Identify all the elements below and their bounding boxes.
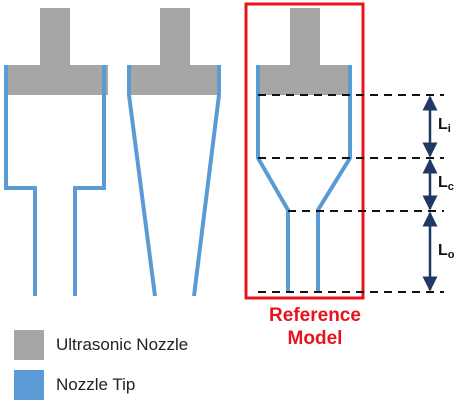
legend-swatch-nozzle-tip xyxy=(14,370,44,400)
nozzle-head xyxy=(128,65,220,95)
nozzle-stem xyxy=(160,8,190,68)
reference-model-frame xyxy=(244,2,365,300)
dimension-symbol: L xyxy=(438,174,448,191)
dimension-subscript: i xyxy=(447,123,451,135)
nozzle-reference-model xyxy=(244,2,365,300)
nozzle-head xyxy=(256,65,352,95)
nozzle-stem xyxy=(290,8,320,68)
legend-label-ultrasonic-nozzle: Ultrasonic Nozzle xyxy=(56,335,189,354)
dimension-label-lo: Lo xyxy=(438,242,455,261)
dimension-label-lc: Lc xyxy=(438,174,454,193)
legend-label-nozzle-tip: Nozzle Tip xyxy=(56,375,136,394)
reference-label-line2: Model xyxy=(287,328,343,349)
nozzle-tapered-tip xyxy=(127,8,221,297)
tip-outline xyxy=(127,65,221,297)
dimension-guides xyxy=(258,94,444,293)
legend-swatch-ultrasonic-nozzle xyxy=(14,330,44,360)
tip-outline xyxy=(256,65,352,292)
reference-model-label: Reference Model xyxy=(250,304,380,350)
reference-label-line1: Reference xyxy=(269,305,361,326)
nozzle-head xyxy=(4,65,108,95)
tip-outline xyxy=(4,65,106,296)
dimension-symbol: L xyxy=(438,116,448,133)
dimension-subscript: c xyxy=(447,181,454,193)
dimension-label-li: Li xyxy=(438,116,451,135)
nozzle-straight-tip xyxy=(4,8,108,296)
dimension-subscript: o xyxy=(447,249,455,261)
dimension-symbol: L xyxy=(438,242,448,259)
nozzle-stem xyxy=(40,8,70,68)
